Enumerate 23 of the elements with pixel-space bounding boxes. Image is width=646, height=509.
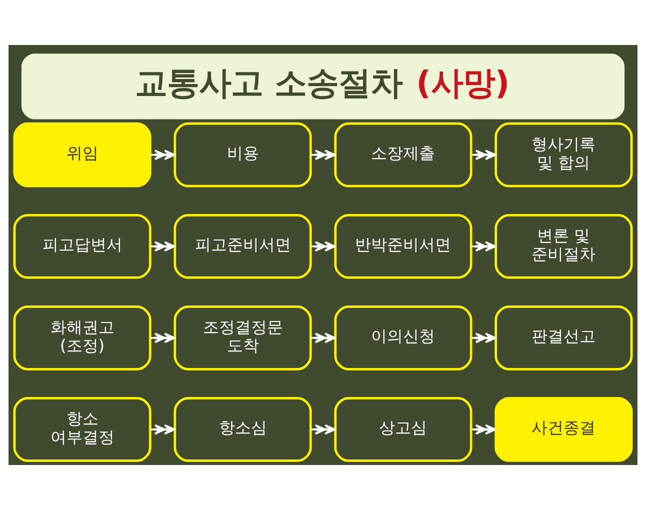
node-box: 피고준비서면 (174, 213, 312, 278)
node-box: 항소 여부결정 (13, 396, 152, 462)
arrow (310, 424, 336, 434)
arrow (150, 332, 176, 343)
node-box: 화해권고 (조정) (13, 305, 152, 370)
node-box: 변론 및 준비절차 (494, 213, 633, 278)
node-box: 비용 (174, 122, 312, 187)
node-box: 이의신청 (334, 305, 472, 370)
diagram-title: 교통사고 소송절차 (사망) (135, 64, 510, 102)
node-box: 상고심 (334, 396, 472, 462)
arrow (471, 332, 496, 343)
node-box: 형사기록 및 합의 (494, 122, 633, 187)
node-box: 사건종결 (494, 396, 633, 462)
node-box: 반박준비서면 (334, 213, 472, 278)
node-box: 피고답변서 (13, 213, 152, 278)
arrow (310, 332, 336, 343)
arrow (471, 424, 496, 434)
node-box: 소장제출 (334, 122, 472, 187)
node-box: 항소심 (174, 396, 312, 462)
arrow (150, 424, 176, 434)
node-box: 조정결정문 도착 (174, 305, 312, 370)
node-box: 위임 (13, 122, 152, 187)
node-box: 판결선고 (494, 305, 633, 370)
